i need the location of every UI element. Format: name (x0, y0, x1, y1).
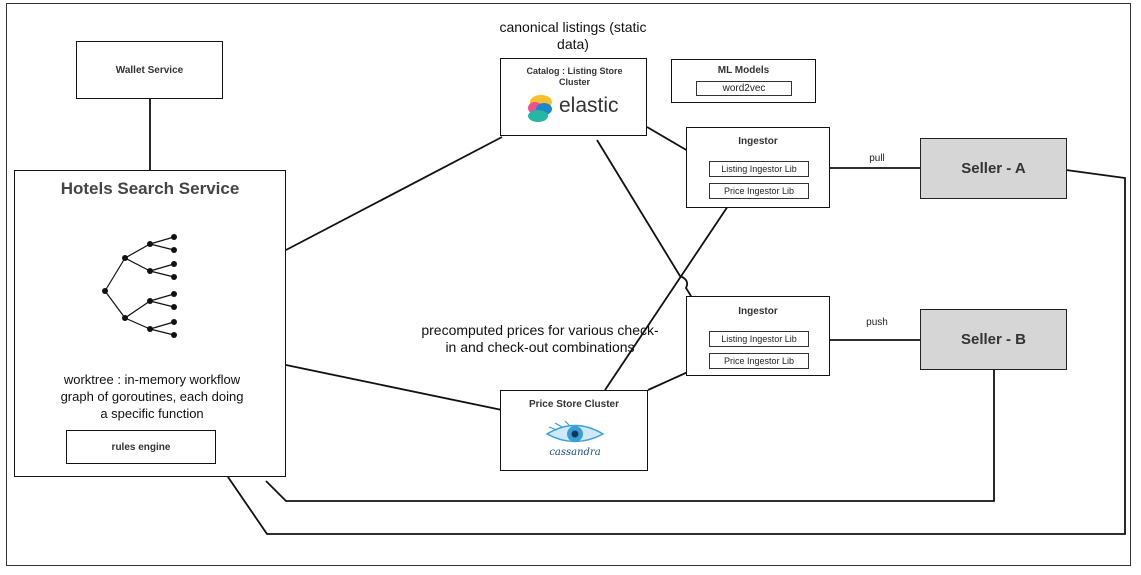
diagram-frame (6, 3, 1131, 566)
ingestor-top-label: Ingestor (738, 136, 778, 147)
edge-seller-b-hotels (265, 370, 995, 502)
cassandra-logo-text: cassandra (549, 447, 601, 458)
pull-edge-label: pull (869, 153, 885, 164)
ml-models-box: ML Models word2vec (671, 59, 816, 103)
listing-ingestor-lib-top: Listing Ingestor Lib (709, 161, 809, 177)
word2vec-box: word2vec (696, 81, 792, 96)
seller-b-box: Seller - B (920, 309, 1067, 370)
edge-seller-a-hotels (227, 169, 1126, 535)
price-store-cluster-box: Price Store Cluster cassandra (500, 390, 648, 471)
edge-catalog-ingestor-bottom (596, 139, 713, 331)
elastic-icon (528, 95, 552, 122)
elastic-logo: elastic (525, 93, 635, 125)
hotels-search-title: Hotels Search Service (60, 179, 240, 198)
seller-a-label: Seller - A (961, 160, 1026, 177)
price-ingestor-lib-top: Price Ingestor Lib (709, 183, 809, 199)
ingestor-bottom-box: Ingestor Listing Ingestor Lib Price Inge… (686, 296, 830, 376)
edge-hotels-catalog (285, 136, 503, 251)
catalog-listing-store-box: Catalog : Listing Store Cluster elastic (500, 58, 647, 136)
push-edge-label: push (866, 317, 888, 328)
edge-pricestore-ingestor-top (604, 199, 733, 391)
price-store-caption: precomputed prices for various check-in … (421, 322, 659, 355)
ingestor-top-box: Ingestor Listing Ingestor Lib Price Inge… (686, 127, 830, 208)
price-ingestor-lib-bottom: Price Ingestor Lib (709, 353, 809, 369)
wallet-service-box: Wallet Service (76, 41, 223, 99)
price-store-label: Price Store Cluster (528, 399, 620, 410)
edge-hotels-pricestore (285, 364, 503, 411)
cassandra-logo: cassandra (543, 419, 607, 463)
worktree-description: worktree : in-memory workflow graph of g… (60, 372, 244, 421)
elastic-logo-text: elastic (559, 94, 619, 117)
ingestor-bottom-label: Ingestor (738, 306, 778, 317)
wallet-service-label: Wallet Service (115, 64, 184, 76)
goroutine-tree-icon (102, 234, 177, 338)
catalog-label: Catalog : Listing Store Cluster (526, 66, 623, 87)
seller-b-label: Seller - B (960, 331, 1027, 348)
cassandra-eye-icon (545, 420, 605, 443)
catalog-caption: canonical listings (static data) (499, 19, 647, 52)
listing-ingestor-lib-bottom: Listing Ingestor Lib (709, 331, 809, 347)
rules-engine-label: rules engine (111, 441, 171, 453)
seller-a-box: Seller - A (920, 138, 1067, 199)
hotels-search-service-box: Hotels Search Service worktree : in-memo… (14, 170, 286, 477)
ml-models-label: ML Models (717, 65, 770, 76)
rules-engine-box: rules engine (66, 430, 216, 464)
